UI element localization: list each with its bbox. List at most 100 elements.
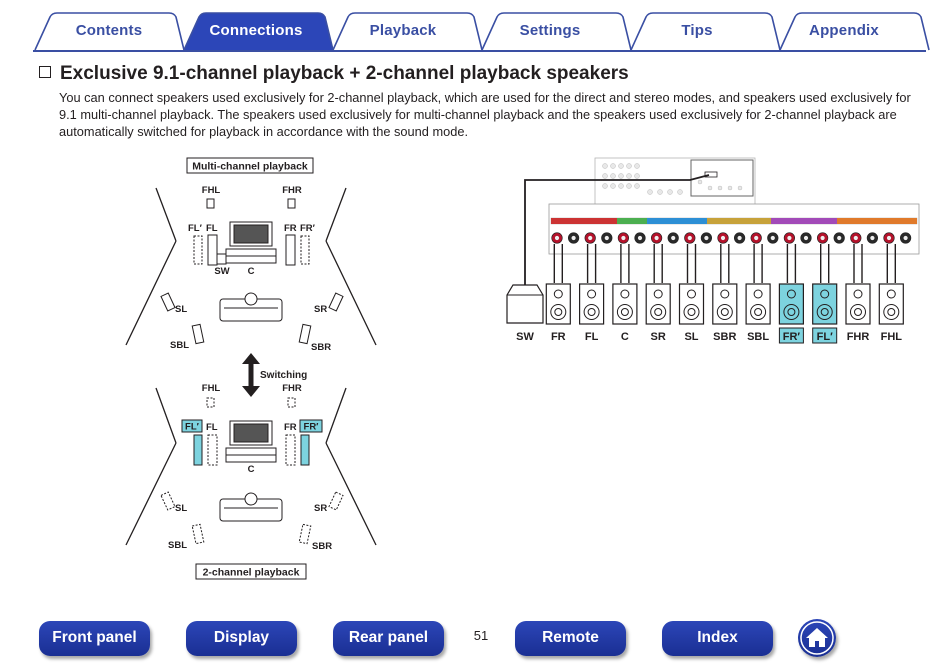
- label-fl-top: FL: [206, 223, 218, 234]
- speaker-tweeter: [753, 289, 763, 299]
- speaker-tweeter: [587, 289, 597, 299]
- front-panel-button[interactable]: Front panel: [39, 621, 150, 656]
- label-fr-prime-top: FR′: [300, 223, 316, 234]
- tab-outline: [33, 12, 930, 52]
- label-fl-prime-bottom: FL′: [185, 422, 200, 433]
- speaker-woofer-center: [554, 308, 563, 316]
- top-room-walls: [125, 187, 377, 346]
- display-button[interactable]: Display: [186, 621, 297, 656]
- tab-contents[interactable]: Contents: [75, 22, 143, 39]
- speaker-label: SL: [684, 331, 698, 343]
- binding-post-center: [687, 235, 692, 241]
- bottom-front-speakers: [193, 434, 310, 466]
- section-title: Exclusive 9.1-channel playback + 2-chann…: [39, 63, 629, 85]
- label-c-bottom: C: [248, 464, 255, 475]
- binding-post-center: [903, 235, 908, 241]
- speaker-woofer-center: [654, 308, 663, 316]
- binding-post-center: [737, 235, 742, 241]
- speaker-woofer: [683, 304, 700, 320]
- speaker-woofer: [550, 304, 567, 320]
- speaker-woofer-center: [587, 308, 596, 316]
- fhl-speaker-dashed-icon: [206, 397, 215, 408]
- speaker-tweeter: [786, 289, 796, 299]
- tab-settings[interactable]: Settings: [519, 22, 581, 39]
- room-diagram: Multi-channel playback FHL FHR FL′ FL FR…: [125, 157, 377, 580]
- tab-appendix[interactable]: Appendix: [809, 22, 879, 39]
- speaker-tweeter: [653, 289, 663, 299]
- page-number: 51: [473, 628, 489, 643]
- subwoofer-icon: [506, 284, 544, 324]
- speaker-label: SBL: [747, 331, 769, 343]
- speaker-woofer: [750, 304, 767, 320]
- label-fr-bottom: FR: [284, 422, 297, 433]
- speaker-woofer-center: [720, 308, 729, 316]
- receiver-ghost-connectors: [602, 163, 743, 195]
- speaker-woofer: [583, 304, 600, 320]
- tab-connections[interactable]: Connections: [209, 22, 303, 39]
- speaker-woofer-center: [754, 308, 763, 316]
- speaker-woofer-center: [887, 308, 896, 316]
- fr-prime-highlight: [299, 419, 323, 433]
- tab-bar: Contents Connections Playback Settings T…: [0, 0, 950, 60]
- intro-paragraph: You can connect speakers used exclusivel…: [59, 90, 911, 139]
- index-button[interactable]: Index: [662, 621, 773, 656]
- top-caption: Multi-channel playback: [192, 161, 308, 173]
- label-fhl-bottom: FHL: [202, 383, 221, 394]
- binding-post-center: [621, 235, 626, 241]
- speaker-label: SW: [516, 331, 534, 343]
- speaker-tweeter: [720, 289, 730, 299]
- speaker-woofer: [650, 304, 667, 320]
- binding-post-center: [720, 235, 726, 241]
- remote-button[interactable]: Remote: [515, 621, 626, 656]
- label-c-top: C: [248, 266, 255, 277]
- label-fhr-top: FHR: [282, 185, 302, 196]
- binding-post-center: [787, 235, 792, 241]
- label-sbl-top: SBL: [170, 340, 189, 351]
- binding-post-center: [754, 235, 759, 241]
- speaker-label-highlight: [812, 327, 838, 344]
- binding-post-center: [886, 235, 892, 241]
- fhr-speaker-dashed-icon: [287, 397, 296, 408]
- binding-post-center: [654, 235, 659, 241]
- subwoofer-icon: [216, 253, 227, 265]
- home-icon: [800, 621, 834, 655]
- speaker-woofer: [816, 304, 833, 320]
- speaker-label: FL: [585, 331, 599, 343]
- binding-post-center: [820, 235, 825, 241]
- speaker-woofer-center: [787, 308, 796, 316]
- label-sr-bottom: SR: [314, 503, 327, 514]
- switching-label: Switching: [260, 370, 307, 381]
- label-sbr-top: SBR: [311, 342, 331, 353]
- speaker-label: SBR: [713, 331, 736, 343]
- label-fr-prime-bottom: FR′: [304, 422, 320, 433]
- label-sw-top: SW: [214, 266, 229, 277]
- home-button[interactable]: [798, 619, 836, 657]
- label-fl-prime-top: FL′: [188, 223, 203, 234]
- bottom-surround-speakers: [160, 491, 344, 545]
- fhr-speaker-icon: [287, 198, 296, 209]
- tv-icon-bottom: [225, 420, 277, 463]
- section-title-text: Exclusive 9.1-channel playback + 2-chann…: [60, 63, 629, 84]
- fhl-speaker-icon: [206, 198, 215, 209]
- checkbox-bullet-icon: [39, 66, 51, 78]
- speaker-label-highlight: [778, 327, 804, 344]
- tab-tips[interactable]: Tips: [681, 22, 713, 39]
- speaker-tweeter: [820, 289, 830, 299]
- binding-post-center: [604, 235, 609, 241]
- binding-post-center: [588, 235, 593, 241]
- speaker-tweeter: [687, 289, 696, 299]
- speaker-label: FR: [551, 331, 566, 343]
- label-sbl-bottom: SBL: [168, 540, 187, 551]
- tab-playback[interactable]: Playback: [369, 22, 437, 39]
- speaker-tweeter: [886, 289, 896, 299]
- bottom-caption: 2-channel playback: [203, 567, 300, 579]
- speaker-tweeter: [620, 289, 630, 299]
- binding-post-center: [704, 235, 709, 241]
- label-fl-bottom: FL: [206, 422, 218, 433]
- binding-post-center: [770, 235, 775, 241]
- speaker-label: SR: [651, 331, 666, 343]
- binding-post-center: [837, 235, 842, 241]
- rear-panel-button[interactable]: Rear panel: [333, 621, 444, 656]
- speaker-woofer-center: [854, 308, 862, 316]
